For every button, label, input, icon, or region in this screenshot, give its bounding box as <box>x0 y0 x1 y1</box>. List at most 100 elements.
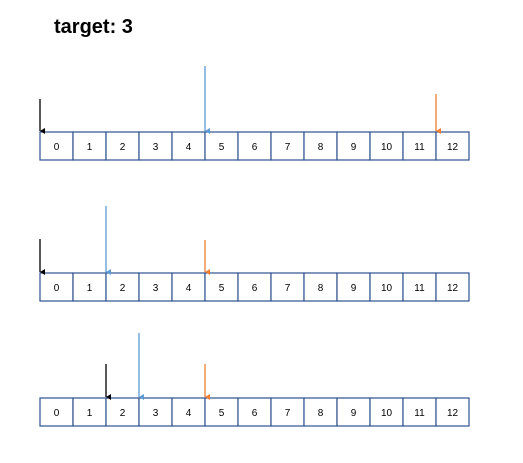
array-cell-value: 6 <box>252 142 258 153</box>
array-cell-value: 9 <box>351 408 357 419</box>
array-cell-box <box>402 397 437 427</box>
array-cell-value: 10 <box>381 408 393 419</box>
array-cell-value: 1 <box>87 142 93 153</box>
array-cell-value: 7 <box>285 283 291 294</box>
array-cell-box <box>171 397 206 427</box>
array-cell: 1 <box>72 272 107 302</box>
array-cell: 6 <box>237 397 272 427</box>
array-cell: 2 <box>105 272 140 302</box>
array-cell-value: 11 <box>414 408 425 419</box>
array-cell-box <box>336 272 371 302</box>
array-cell-value: 5 <box>219 408 225 419</box>
array-cell: 1 <box>72 397 107 427</box>
array-cell-value: 3 <box>153 142 159 153</box>
array-cell-box <box>435 272 470 302</box>
array-cell-value: 8 <box>318 142 324 153</box>
array-cell: 6 <box>237 272 272 302</box>
array-cell-value: 4 <box>186 142 192 153</box>
array-cell-value: 0 <box>54 142 60 153</box>
array-cell-value: 6 <box>252 408 258 419</box>
array-cell: 11 <box>402 272 437 302</box>
array-cell: 8 <box>303 397 338 427</box>
array-cell: 0 <box>39 397 74 427</box>
array-cell-box <box>402 131 437 161</box>
array-cell: 4 <box>171 272 206 302</box>
array-cell-box <box>171 272 206 302</box>
array-cell-value: 3 <box>153 283 159 294</box>
array-cell: 10 <box>369 397 404 427</box>
array-cell: 10 <box>369 131 404 161</box>
array-cell-value: 8 <box>318 283 324 294</box>
array-cell-box <box>435 131 470 161</box>
array-cell: 9 <box>336 131 371 161</box>
array-cell-value: 8 <box>318 408 324 419</box>
array-cell: 10 <box>369 272 404 302</box>
array-cell-box <box>237 397 272 427</box>
array-cell-value: 0 <box>54 408 60 419</box>
array-cell: 11 <box>402 131 437 161</box>
array-cell: 7 <box>270 272 305 302</box>
array-cell-box <box>72 397 107 427</box>
array-cell-box <box>435 397 470 427</box>
array-cell-box <box>270 131 305 161</box>
array-cell-value: 7 <box>285 408 291 419</box>
array-cell: 4 <box>171 397 206 427</box>
array-cell-value: 12 <box>447 408 459 419</box>
array-cell-value: 5 <box>219 142 225 153</box>
array-cell: 0 <box>39 131 74 161</box>
array-cell: 11 <box>402 397 437 427</box>
array-cell: 5 <box>204 272 239 302</box>
array-cell-box <box>303 131 338 161</box>
array-cell-box <box>336 131 371 161</box>
array-cell-box <box>204 131 239 161</box>
array-cell-value: 11 <box>414 142 425 153</box>
array-cell-box <box>204 397 239 427</box>
array-cell: 1 <box>72 131 107 161</box>
array-cell-value: 1 <box>87 408 93 419</box>
array-cell: 12 <box>435 131 470 161</box>
array-cell-value: 12 <box>447 283 459 294</box>
array-cell: 2 <box>105 131 140 161</box>
array-cell-box <box>237 131 272 161</box>
target-title: target: 3 <box>54 16 133 38</box>
array-cell-value: 2 <box>120 283 126 294</box>
array-cell: 12 <box>435 397 470 427</box>
array-cell-value: 10 <box>381 283 393 294</box>
array-cell: 2 <box>105 397 140 427</box>
array-cell: 9 <box>336 397 371 427</box>
array-cell: 0 <box>39 272 74 302</box>
array-cell: 3 <box>138 397 173 427</box>
array-cell: 12 <box>435 272 470 302</box>
array-cell-value: 9 <box>351 142 357 153</box>
array-cell: 6 <box>237 131 272 161</box>
array-cell-box <box>138 397 173 427</box>
array-cell-box <box>369 272 404 302</box>
array-cell: 7 <box>270 131 305 161</box>
array-cell: 8 <box>303 272 338 302</box>
array-cell: 5 <box>204 131 239 161</box>
array-cell-value: 7 <box>285 142 291 153</box>
array-cell-box <box>336 397 371 427</box>
array-cell-value: 11 <box>414 283 425 294</box>
array-cell-box <box>369 397 404 427</box>
array-cell-box <box>39 397 74 427</box>
array-cell-value: 12 <box>447 142 459 153</box>
array-cell-value: 9 <box>351 283 357 294</box>
array-cell: 3 <box>138 131 173 161</box>
array-cell-value: 6 <box>252 283 258 294</box>
array-cell: 4 <box>171 131 206 161</box>
array-cell-box <box>369 131 404 161</box>
array-cell-value: 1 <box>87 283 93 294</box>
array-cell-box <box>72 131 107 161</box>
array-cell-value: 4 <box>186 408 192 419</box>
array-cell-box <box>270 397 305 427</box>
array-cell-value: 2 <box>120 142 126 153</box>
array-cell-value: 0 <box>54 283 60 294</box>
array-cell-value: 5 <box>219 283 225 294</box>
array-cell: 9 <box>336 272 371 302</box>
array-cell-box <box>39 272 74 302</box>
array-cell: 8 <box>303 131 338 161</box>
